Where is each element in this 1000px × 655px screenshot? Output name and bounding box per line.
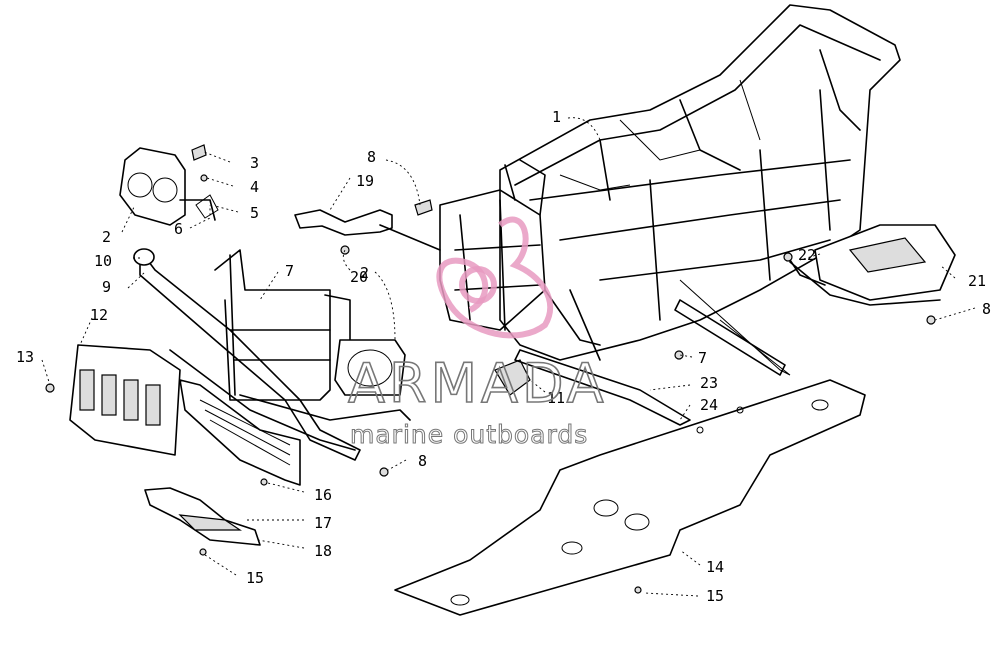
callout-10: 10 xyxy=(94,252,112,270)
brace xyxy=(294,209,441,251)
callout-13: 13 xyxy=(16,348,34,366)
callout-14: 14 xyxy=(706,558,724,576)
callout-8c: 8 xyxy=(982,300,991,318)
watermark-brand: ARMADA xyxy=(348,352,608,415)
callout-2b: 2 xyxy=(360,264,369,282)
callout-22: 22 xyxy=(798,246,816,264)
watermark: ARMADA marine outboards xyxy=(347,216,608,450)
front-grill-panel xyxy=(69,344,181,456)
callout-19: 19 xyxy=(356,172,374,190)
leader-lines xyxy=(41,117,976,597)
callout-23: 23 xyxy=(700,374,718,392)
callout-20: 20 xyxy=(350,268,368,286)
side-rail xyxy=(514,299,786,426)
main-frame xyxy=(439,4,901,396)
callout-labels: 1 2 2 3 4 5 6 7 7 8 8 8 9 10 11 12 13 14… xyxy=(16,108,991,605)
callout-15b: 15 xyxy=(706,587,724,605)
callout-5: 5 xyxy=(250,204,259,222)
watermark-tagline: marine outboards xyxy=(350,420,588,449)
callout-6: 6 xyxy=(174,220,183,238)
lower-grille xyxy=(179,379,301,486)
callout-3: 3 xyxy=(250,154,259,172)
callout-2a: 2 xyxy=(102,228,111,246)
footrest xyxy=(789,224,956,306)
hardware xyxy=(45,144,936,594)
callout-8b: 8 xyxy=(418,452,427,470)
callout-16: 16 xyxy=(314,486,332,504)
callout-12: 12 xyxy=(90,306,108,324)
watermark-logo-icon xyxy=(436,216,554,339)
callout-17: 17 xyxy=(314,514,332,532)
callout-7b: 7 xyxy=(698,349,707,367)
skid-plate xyxy=(394,379,866,616)
front-bumper xyxy=(133,248,411,461)
lower-headlight xyxy=(334,339,406,396)
callout-7a: 7 xyxy=(285,262,294,280)
callout-18: 18 xyxy=(314,542,332,560)
headlight-housing xyxy=(119,147,216,226)
callout-4: 4 xyxy=(250,178,259,196)
callout-15a: 15 xyxy=(246,569,264,587)
callout-21: 21 xyxy=(968,272,986,290)
callout-1: 1 xyxy=(552,108,561,126)
callout-24: 24 xyxy=(700,396,718,414)
callout-8a: 8 xyxy=(367,148,376,166)
callout-11: 11 xyxy=(547,389,565,407)
callout-9: 9 xyxy=(102,278,111,296)
skid-piece xyxy=(144,487,261,546)
